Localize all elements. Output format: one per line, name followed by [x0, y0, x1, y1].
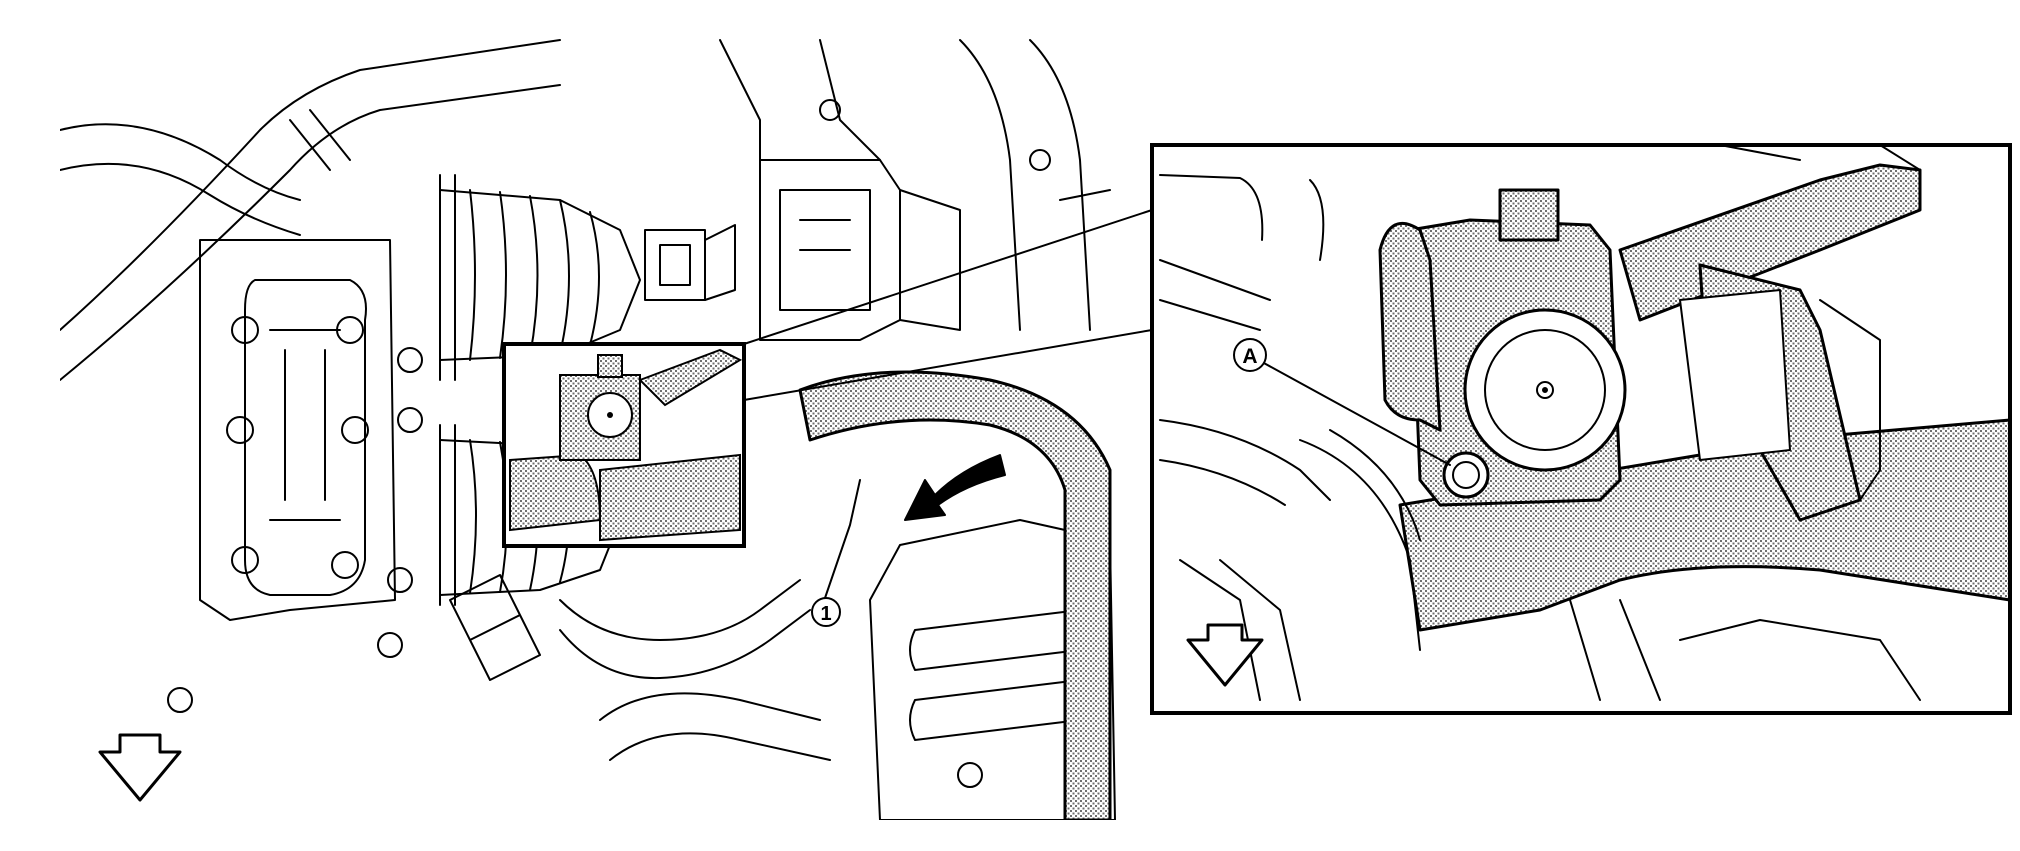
inset-drive-shaft [1398, 418, 2010, 632]
exhaust-hose [798, 370, 1112, 820]
main-view [60, 39, 1116, 820]
mount-bracket [719, 39, 1051, 341]
inset-connector-cap [1498, 188, 1560, 242]
callout-a-label: A [1242, 345, 1257, 368]
callout-1-leader [824, 479, 861, 599]
bolt-heads [167, 316, 983, 788]
inset-view [1150, 143, 2012, 715]
transaxle-case [199, 239, 396, 621]
callout-1: 1 [811, 597, 841, 627]
transaxle-rib [269, 329, 341, 521]
rotation-arrow-icon [904, 454, 1006, 521]
front-direction-arrow-icon-inset [1186, 623, 1264, 687]
callout-1-label: 1 [820, 603, 831, 625]
hose-clamp [289, 109, 351, 171]
callout-a: A [1233, 338, 1267, 372]
body-panel-right [959, 39, 1111, 331]
wire-harness-lower [599, 692, 831, 761]
connector-lower-left [449, 574, 541, 681]
detail-box [502, 342, 746, 548]
transaxle-cover [244, 279, 367, 596]
inset-left-lug [1378, 221, 1442, 432]
hose-upper-left-2 [60, 123, 301, 236]
callout-a-leader [1261, 361, 1451, 466]
zoom-lines [743, 209, 1153, 401]
front-direction-arrow-icon [98, 733, 182, 802]
wire-harness [559, 579, 811, 680]
inset-bracket-arm [1618, 163, 1922, 322]
sensor-connector-upper [644, 224, 736, 301]
hose-upper-left [60, 39, 561, 381]
